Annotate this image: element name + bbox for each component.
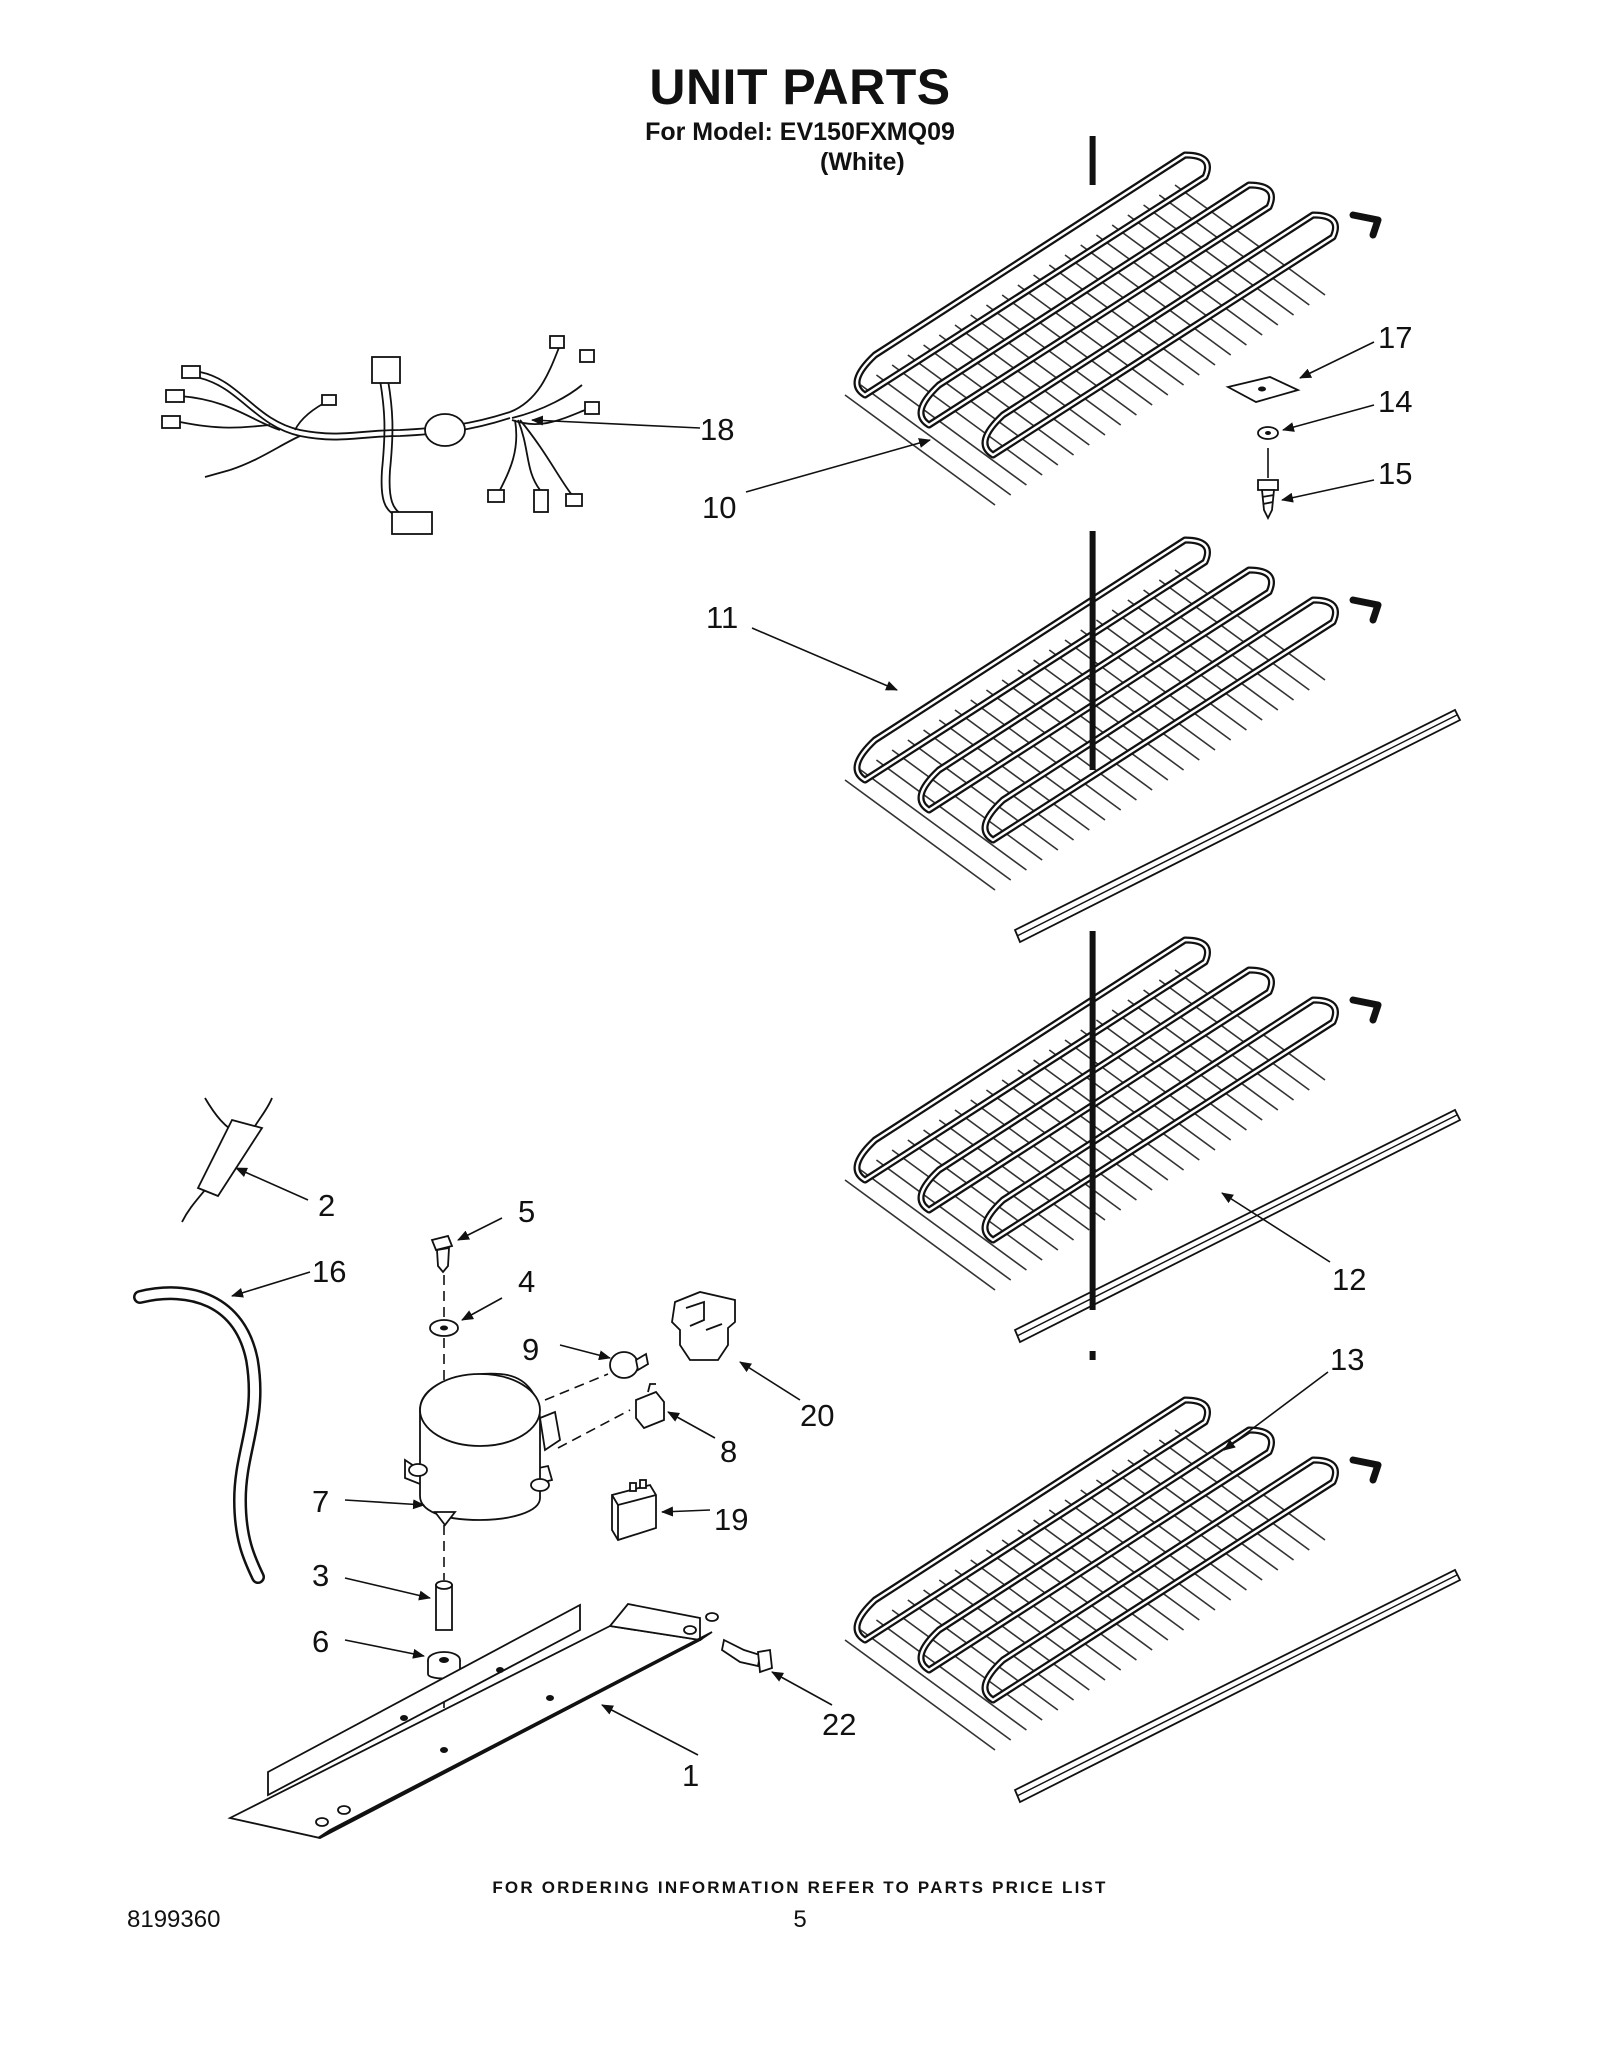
callout-14: 14 xyxy=(1378,384,1412,419)
sleeve-3 xyxy=(435,1580,453,1631)
callout-3: 3 xyxy=(312,1558,329,1593)
washer-14 xyxy=(1257,426,1279,440)
relay-20 xyxy=(671,1291,736,1361)
callout-2: 2 xyxy=(318,1188,335,1223)
page-title: UNIT PARTS xyxy=(649,59,951,115)
evaporator-coil-12 xyxy=(844,931,1462,1344)
callout-15: 15 xyxy=(1378,456,1412,491)
bracket-17 xyxy=(1225,376,1301,403)
document-number: 8199360 xyxy=(127,1906,221,1933)
callout-8: 8 xyxy=(720,1434,737,1469)
screw-15 xyxy=(1257,479,1279,521)
evaporator-coil-13 xyxy=(844,1351,1462,1804)
callout-11: 11 xyxy=(706,600,738,635)
model-number: For Model: EV150FXMQ09 xyxy=(645,118,955,146)
callout-16: 16 xyxy=(312,1254,346,1289)
callout-1: 1 xyxy=(682,1758,699,1793)
callout-20: 20 xyxy=(800,1398,834,1433)
callout-9: 9 xyxy=(522,1332,539,1367)
screw-5 xyxy=(430,1234,454,1274)
start-relay-8 xyxy=(635,1383,665,1430)
evaporator-coil-10 xyxy=(844,136,1382,506)
wiring-harness xyxy=(161,335,600,535)
callout-13: 13 xyxy=(1330,1342,1364,1377)
callout-19: 19 xyxy=(714,1502,748,1537)
callout-4: 4 xyxy=(518,1264,535,1299)
screw-22 xyxy=(720,1638,773,1674)
capacitor-19 xyxy=(611,1479,657,1542)
washer-4 xyxy=(429,1319,459,1337)
callout-10: 10 xyxy=(702,490,736,525)
grommet-6 xyxy=(427,1651,461,1680)
ordering-note: FOR ORDERING INFORMATION REFER TO PARTS … xyxy=(492,1878,1108,1897)
evaporator-coil-11 xyxy=(844,531,1462,944)
compressor-7 xyxy=(404,1372,561,1527)
callout-5: 5 xyxy=(518,1194,535,1229)
model-color: (White) xyxy=(820,148,905,176)
callout-22: 22 xyxy=(822,1707,856,1742)
callout-6: 6 xyxy=(312,1624,329,1659)
callout-7: 7 xyxy=(312,1484,329,1519)
drier-2 xyxy=(181,1097,273,1223)
compressor-base-1 xyxy=(227,1603,719,1839)
callout-17: 17 xyxy=(1378,320,1412,355)
callout-12: 12 xyxy=(1332,1262,1366,1297)
page-number: 5 xyxy=(793,1906,807,1933)
drain-tube-16 xyxy=(133,1286,265,1584)
callout-18: 18 xyxy=(700,412,734,447)
overload-9 xyxy=(609,1351,650,1379)
